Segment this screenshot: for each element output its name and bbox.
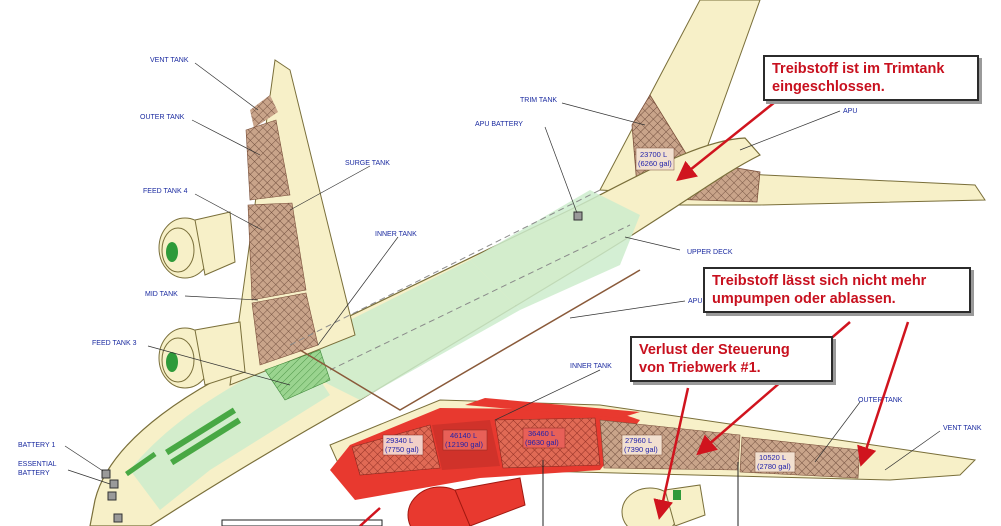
label-apu-tail: APU: [843, 108, 857, 115]
deck-line: [289, 189, 601, 346]
t2-liters: 46140 L: [450, 431, 477, 440]
t2-gallons: (12190 gal): [445, 440, 483, 449]
tank-value-4: 27960 L (7390 gal): [621, 434, 663, 456]
callout-trim-line2: eingeschlossen.: [772, 79, 885, 95]
callout-pump: Treibstoff lässt sich nicht mehr umpumpe…: [703, 267, 971, 313]
trim-gallons: (6260 gal): [638, 159, 672, 168]
t3-gallons: (9630 gal): [525, 438, 559, 447]
seat-rows: [124, 407, 242, 477]
callout-trim-line1: Treibstoff ist im Trimtank: [772, 61, 945, 77]
label-surge-tank: SURGE TANK: [345, 160, 390, 167]
engine-1-red: [407, 477, 526, 526]
label-inner-tank-left: INNER TANK: [375, 231, 417, 238]
bottom-box: [221, 519, 383, 526]
label-trim-tank: TRIM TANK: [520, 97, 557, 104]
apu-battery-box: [573, 211, 583, 221]
label-essential-battery-2: BATTERY: [18, 470, 50, 477]
t3-liters: 36460 L: [528, 429, 555, 438]
t1-gallons: (7750 gal): [385, 445, 419, 454]
left-inner-tank: [264, 349, 331, 401]
callout-engine-1: Verlust der Steuerung von Triebwerk #1.: [630, 336, 833, 382]
label-inner-tank-right: INNER TANK: [570, 363, 612, 370]
left-vent-tank: [250, 95, 278, 128]
engine-2: [621, 484, 706, 526]
label-outer-tank-left: OUTER TANK: [140, 114, 185, 121]
callout-pump-line1: Treibstoff lässt sich nicht mehr: [712, 273, 927, 289]
label-apu-battery: APU BATTERY: [475, 121, 523, 128]
label-vent-tank-left: VENT TANK: [150, 57, 189, 64]
callout-pump-line2: umpumpen oder ablassen.: [712, 291, 896, 307]
left-outer-tank: [245, 119, 291, 201]
tank-value-trim: 23700 L (6260 gal): [635, 147, 675, 171]
label-battery-1: BATTERY 1: [18, 442, 55, 449]
label-feed-tank-3: FEED TANK 3: [92, 340, 137, 347]
label-essential-battery-1: ESSENTIAL: [18, 461, 57, 468]
leader-lines: [64, 62, 941, 485]
label-upper-deck: UPPER DECK: [687, 249, 733, 256]
right-wing-red-strip: [465, 398, 640, 418]
label-feed-tank-4: FEED TANK 4: [143, 188, 188, 195]
tank-value-3: 36460 L (9630 gal): [522, 427, 566, 449]
cabin-zone-mid: [300, 260, 520, 400]
t4-gallons: (7390 gal): [624, 445, 658, 454]
trim-liters: 23700 L: [640, 150, 667, 159]
tank-value-2: 46140 L (12190 gal): [442, 429, 488, 451]
t5-liters: 10520 L: [759, 453, 786, 462]
engine-4: [158, 211, 236, 279]
callout-engine-line1: Verlust der Steuerung: [639, 342, 790, 358]
callout-trim-tank: Treibstoff ist im Trimtank eingeschlosse…: [763, 55, 979, 101]
t4-liters: 27960 L: [625, 436, 652, 445]
tank-value-5: 10520 L (2780 gal): [754, 451, 796, 473]
label-vent-tank-right: VENT TANK: [943, 425, 982, 432]
t1-liters: 29340 L: [386, 436, 413, 445]
fuel-pipe: [299, 269, 641, 411]
tank-value-1: 29340 L (7750 gal): [382, 434, 424, 456]
label-apu-fuselage: APU: [688, 298, 702, 305]
callout-engine-line2: von Triebwerk #1.: [639, 360, 761, 376]
label-mid-tank: MID TANK: [145, 291, 178, 298]
battery-boxes: [101, 469, 123, 523]
cabin-zone-rear: [470, 190, 640, 310]
label-outer-tank-right: OUTER TANK: [858, 397, 903, 404]
left-feed-tank-4: [247, 202, 307, 301]
deck-line-2: [329, 224, 631, 371]
t5-gallons: (2780 gal): [757, 462, 791, 471]
